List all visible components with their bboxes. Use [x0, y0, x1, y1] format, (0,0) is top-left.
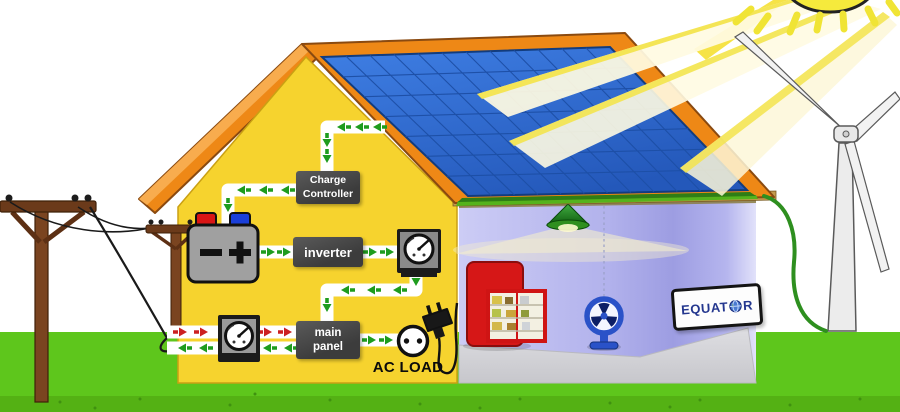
insulator — [5, 194, 13, 202]
green-flow-arrow — [322, 133, 332, 147]
equator-sign: EQUAT R — [670, 282, 764, 332]
green-flow-arrow — [281, 185, 295, 195]
equator-text-prefix: EQUAT — [680, 298, 729, 317]
green-flow-arrow — [379, 335, 393, 345]
charge-controller-line2: Controller — [302, 187, 354, 200]
green-flow-arrow — [380, 247, 394, 257]
lamp-light-glow — [455, 225, 688, 254]
room-floor — [458, 327, 757, 384]
turbine-blade — [852, 91, 900, 143]
fridge-food-items — [492, 296, 530, 330]
green-flow-arrow — [178, 343, 192, 353]
equator-text-suffix: R — [742, 297, 754, 313]
sun — [732, 0, 900, 36]
ceiling-lamp — [545, 200, 591, 232]
green-flow-arrow — [367, 285, 381, 295]
sun-rays — [732, 0, 900, 36]
ac-plug — [422, 302, 459, 375]
flow-arrows — [173, 122, 421, 353]
green-flow-arrow — [284, 343, 298, 353]
ac-load-label: AC LOAD — [372, 359, 444, 376]
green-flow-arrow — [393, 285, 407, 295]
red-flow-arrow — [258, 327, 272, 337]
ac-meter — [397, 229, 441, 277]
insulator — [84, 194, 92, 202]
turbine-cable — [762, 194, 828, 333]
insulator — [148, 219, 154, 225]
charge-controller-label: Charge Controller — [296, 171, 360, 204]
pedestal-fan — [584, 296, 624, 351]
insulator — [158, 219, 164, 225]
refrigerator — [463, 261, 547, 351]
globe-icon — [729, 299, 742, 312]
insulator — [187, 219, 193, 225]
green-flow-arrow — [362, 335, 376, 345]
utility-pole-large — [0, 194, 97, 403]
plug-cord — [437, 302, 459, 375]
green-flow-arrow — [261, 247, 275, 257]
green-flow-arrow — [363, 247, 377, 257]
inverter-label: inverter — [293, 237, 363, 267]
green-flow-arrow — [223, 198, 233, 212]
green-flow-arrow — [259, 185, 273, 195]
fan-blades — [591, 302, 617, 327]
sun-beams — [477, 0, 897, 196]
green-flow-arrow — [237, 185, 251, 195]
green-flow-arrow — [263, 343, 277, 353]
main-panel-line2: panel — [312, 341, 344, 353]
green-flow-arrow — [341, 285, 355, 295]
wind-turbine — [733, 31, 900, 332]
red-flow-arrow — [173, 327, 187, 337]
green-flow-arrow — [355, 122, 369, 132]
green-flow-arrow — [337, 122, 351, 132]
ac-outlet — [396, 324, 430, 358]
green-flow-arrow — [277, 247, 291, 257]
insulator — [71, 194, 79, 202]
red-flow-arrow — [194, 327, 208, 337]
green-flow-arrow — [322, 298, 332, 312]
green-flow-arrow — [199, 343, 213, 353]
main-panel-line1: main — [314, 326, 342, 339]
turbine-blade — [844, 140, 890, 273]
grid-meter — [218, 315, 260, 362]
power-lines — [9, 201, 171, 353]
green-flow-arrow — [373, 122, 387, 132]
charge-controller-line1: Charge — [309, 173, 347, 186]
main-panel-label: main panel — [296, 321, 360, 359]
green-flow-arrow — [322, 149, 332, 163]
battery — [186, 212, 260, 284]
green-flow-arrow — [411, 272, 421, 286]
red-flow-arrow — [278, 327, 292, 337]
